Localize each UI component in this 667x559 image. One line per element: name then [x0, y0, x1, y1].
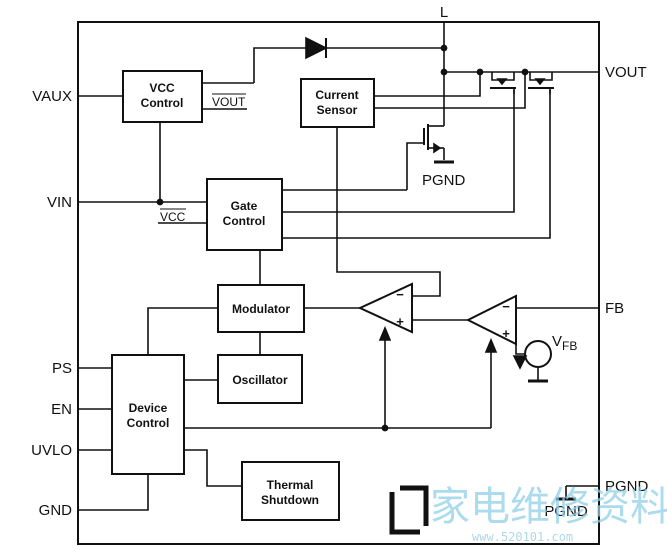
wires [78, 22, 599, 511]
error-amplifier-plus: + [502, 326, 510, 341]
pin-uvlo: UVLO [31, 442, 72, 459]
device-control-block [111, 354, 185, 475]
pwm-comparator [357, 282, 413, 334]
device-control-label-2: Control [127, 416, 170, 430]
watermark-text: 家电维修资料网 [430, 484, 667, 530]
vcc-control-label-1: VCC [149, 81, 175, 95]
mosfet-pair-symbol [490, 72, 554, 94]
vfb-arrow [512, 355, 528, 370]
gate-control-block [206, 178, 283, 251]
diode-symbol [305, 36, 328, 60]
watermark-url: www.520101.com [472, 530, 573, 544]
thermal-shutdown-label-1: Thermal [267, 478, 314, 492]
net-vcc-small: VCC [160, 210, 186, 224]
pin-pgnd-bottom: PGND [544, 503, 588, 520]
net-pgnd-mosfet: PGND [422, 172, 466, 189]
oscillator-block [217, 354, 303, 404]
pin-vin: VIN [47, 194, 72, 211]
modulator-block [217, 284, 305, 333]
low-side-mosfet-symbol [423, 124, 444, 154]
arrow-up-2 [484, 337, 498, 353]
arrow-up-1 [378, 325, 392, 341]
pin-gnd: GND [39, 502, 73, 519]
pin-en: EN [51, 401, 72, 418]
current-sensor-block [300, 78, 375, 128]
junctions [156, 44, 529, 432]
pin-ps: PS [52, 360, 72, 377]
gate-control-label-1: Gate [231, 199, 258, 213]
thermal-shutdown-label-2: Shutdown [261, 493, 319, 507]
thermal-shutdown-block [241, 461, 340, 521]
device-control-label-1: Device [129, 401, 168, 415]
current-sensor-label-2: Sensor [317, 103, 358, 117]
vcc-control-block [122, 70, 203, 123]
pin-fb: FB [605, 300, 624, 317]
modulator-label: Modulator [232, 302, 290, 316]
current-sensor-label-1: Current [315, 88, 358, 102]
gate-control-label-2: Control [223, 214, 266, 228]
pwm-comparator-plus: + [396, 314, 404, 329]
vcc-control-label-2: Control [141, 96, 184, 110]
pwm-comparator-minus: − [396, 287, 404, 302]
error-amplifier-minus: − [502, 299, 510, 314]
net-vout-small: VOUT [212, 95, 246, 109]
pin-vout: VOUT [605, 64, 647, 81]
vfb-source [524, 340, 552, 368]
chip-boundary [77, 21, 600, 545]
oscillator-label: Oscillator [232, 373, 288, 387]
pin-l: L [440, 4, 448, 21]
net-vfb-label: VFB [552, 333, 577, 353]
pin-vaux: VAUX [32, 88, 72, 105]
pin-pgnd-right: PGND [605, 478, 649, 495]
watermark-logo [389, 485, 429, 535]
error-amplifier [465, 294, 517, 346]
